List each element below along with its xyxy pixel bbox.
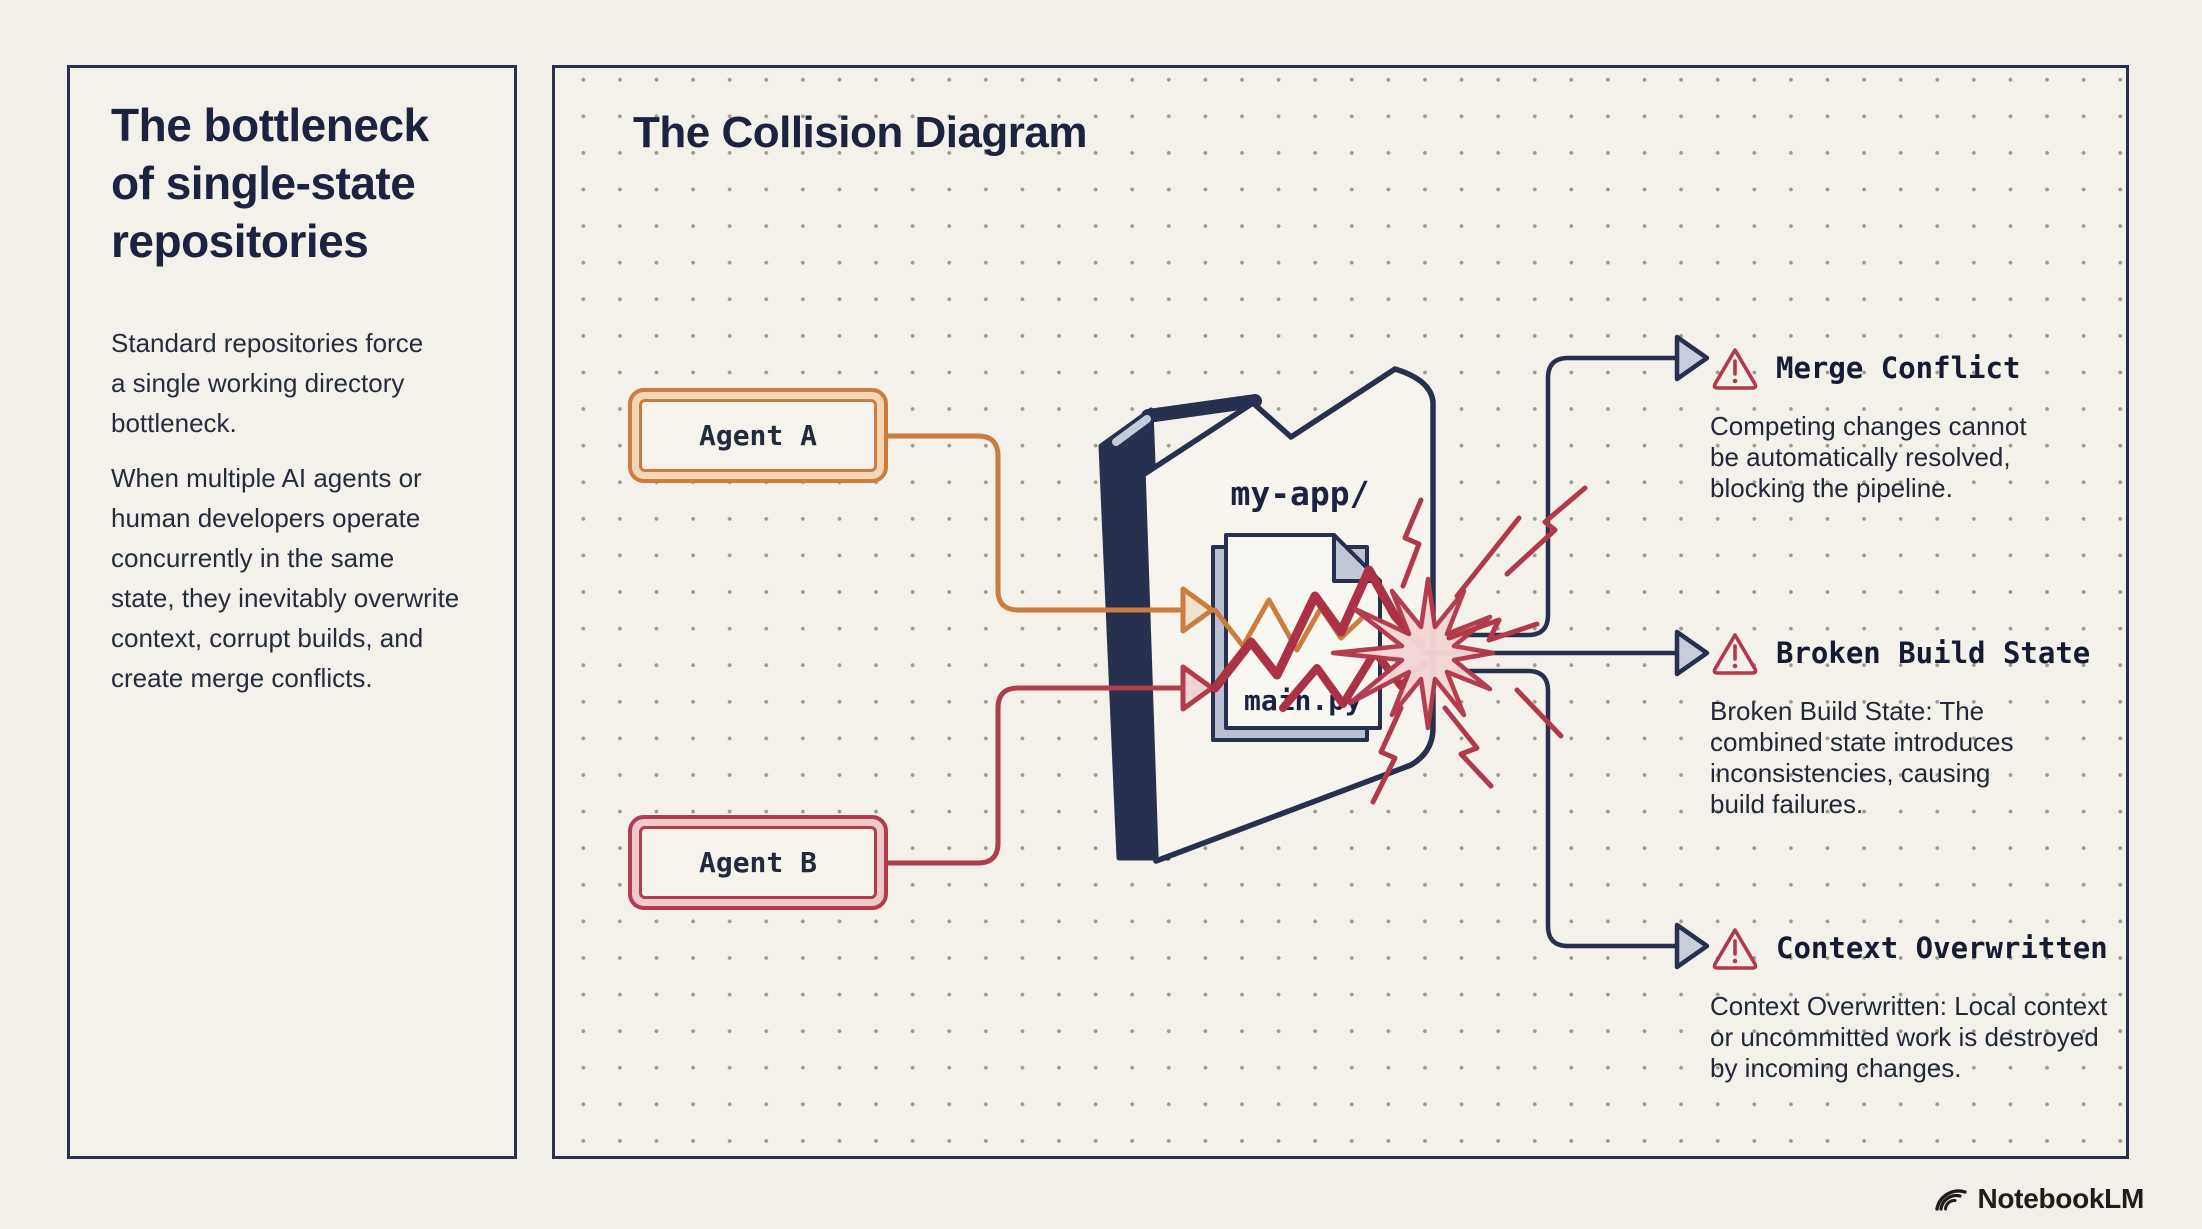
lightning-bolt-icon — [1446, 617, 1540, 643]
lightning-bolt-icon — [1504, 485, 1588, 577]
collision-diagram-panel: The Collision Diagram my-app/ main.py — [552, 65, 2129, 1159]
callout-description: Broken Build State: The combined state i… — [1710, 696, 2014, 819]
notebooklm-logo-icon — [1935, 1188, 1968, 1211]
merge-conflict-line — [1445, 355, 1676, 638]
collision-diagram-art: my-app/ main.py — [888, 334, 1710, 970]
callout-description: Competing changes cannot be automaticall… — [1710, 411, 2027, 503]
agent-b-zigzag — [1210, 565, 1426, 693]
callout-title: Merge Conflict — [1776, 351, 2021, 385]
intro-panel: The bottleneck of single-state repositor… — [67, 65, 517, 1159]
agent-b-arrowhead — [1180, 664, 1215, 712]
agent-a-box: Agent A — [628, 388, 888, 483]
lightning-bolt-icon — [1400, 497, 1424, 589]
result-connectors — [1423, 334, 1710, 970]
warning-triangle-icon — [1712, 928, 1758, 970]
explosion-icon — [1330, 485, 1588, 805]
agent-b-box: Agent B — [628, 815, 888, 910]
agent-a-arrowhead — [1180, 586, 1215, 634]
intro-paragraph-2: When multiple AI agents or human develop… — [111, 463, 460, 693]
context-overwritten-line — [1445, 668, 1676, 949]
warning-triangle-icon — [1712, 348, 1758, 390]
lightning-bolt-icon — [1454, 515, 1522, 599]
agent-b-label: Agent B — [639, 826, 877, 899]
broken-build-arrowhead — [1674, 629, 1710, 677]
callout-broken-build-state: Broken Build State Broken Build State: T… — [1710, 630, 2090, 820]
notebooklm-brand: NotebookLM — [1934, 1183, 2144, 1215]
lightning-bolt-icon — [1370, 705, 1404, 805]
callout-merge-conflict: Merge Conflict Competing changes cannot … — [1710, 345, 2045, 504]
folder-label: my-app/ — [1230, 474, 1369, 513]
callout-description: Context Overwritten: Local context or un… — [1710, 991, 2108, 1083]
lightning-bolt-icon — [1442, 705, 1494, 789]
intro-paragraph-1: Standard repositories force a single wor… — [111, 328, 424, 438]
context-overwritten-arrowhead — [1674, 922, 1710, 970]
warning-triangle-icon — [1712, 633, 1758, 675]
callout-title: Broken Build State — [1776, 636, 2091, 670]
callout-title: Context Overwritten — [1776, 931, 2108, 965]
callout-context-overwritten: Context Overwritten Context Overwritten:… — [1710, 925, 2110, 1084]
agent-a-label: Agent A — [639, 399, 877, 472]
brand-name: NotebookLM — [1977, 1183, 2144, 1214]
diagram-title: The Collision Diagram — [633, 108, 1088, 157]
lightning-bolt-icon — [1514, 687, 1564, 739]
intro-title: The bottleneck of single-state repositor… — [111, 99, 429, 267]
merge-conflict-arrowhead — [1674, 334, 1710, 382]
